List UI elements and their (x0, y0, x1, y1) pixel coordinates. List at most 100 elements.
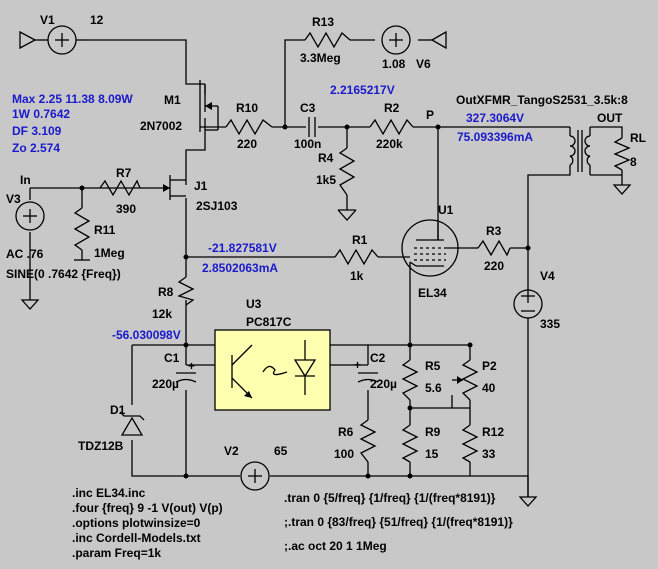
m1-mosfet (199, 80, 219, 132)
directive-tran-commented: ;.tran 0 {83/freq} {51/freq} {1/(freq*81… (284, 515, 513, 529)
c2-value: 220µ (370, 377, 397, 391)
j1-label: J1 (194, 179, 208, 193)
r3-value: 220 (484, 259, 504, 273)
in-label: In (20, 173, 31, 187)
rl-resistor (612, 137, 632, 195)
r3-label: R3 (486, 224, 502, 238)
v3-sine: SINE(0 .7642 {Freq}) (6, 267, 121, 281)
r2-value: 220k (376, 137, 403, 151)
c1-label: C1 (164, 351, 180, 365)
u1-label: U1 (438, 203, 454, 217)
p2-value: 40 (482, 381, 496, 395)
r9-label: R9 (425, 425, 441, 439)
p2-label: P2 (482, 359, 497, 373)
v2-label: V2 (224, 444, 239, 458)
v3-source (15, 201, 45, 310)
r12-label: R12 (482, 425, 504, 439)
r6-label: R6 (338, 425, 354, 439)
v6-value: 1.08 (382, 57, 406, 71)
j1-model: 2SJ103 (196, 199, 238, 213)
r1-label: R1 (352, 233, 368, 247)
c2-capacitor: + (354, 358, 379, 383)
r13-label: R13 (312, 15, 334, 29)
v3-label: V3 (6, 192, 21, 206)
p2-potentiometer (452, 359, 479, 401)
r1-resistor (334, 248, 379, 266)
d1-model: TDZ12B (78, 439, 124, 453)
rl-value: 8 (630, 155, 637, 169)
u1-tube (401, 219, 470, 277)
r5-resistor (401, 359, 419, 401)
r6-value: 100 (334, 447, 354, 461)
directive-inc-cordell: .inc Cordell-Models.txt (72, 531, 201, 545)
node-voltage-r2: 2.2165217V (330, 83, 395, 97)
r13-resistor (304, 31, 351, 49)
r7-value: 390 (116, 202, 136, 216)
ground-symbol (518, 496, 538, 507)
v1-source (19, 25, 88, 55)
c2-label: C2 (370, 351, 386, 365)
directive-four: .four {freq} 9 -1 V(out) V(p) (72, 501, 223, 515)
r11-resistor (73, 207, 91, 261)
out-label: OUT (597, 111, 623, 125)
m1-label: M1 (164, 93, 181, 107)
transformer-label: OutXFMR_TangoS2531_3.5k:8 (456, 93, 628, 107)
u3-model: PC817C (246, 315, 292, 329)
node-p-label: P (426, 108, 434, 122)
r13-value: 3.3Meg (300, 51, 341, 65)
rl-label: RL (630, 131, 646, 145)
v6-label: V6 (416, 57, 431, 71)
c3-capacitor (308, 117, 316, 137)
r12-resistor (461, 424, 479, 463)
c3-value: 100n (294, 137, 321, 151)
c3-label: C3 (300, 101, 316, 115)
u1-model: EL34 (418, 286, 447, 300)
d1-zener (119, 411, 145, 436)
v1-value: 12 (90, 13, 104, 27)
r7-label: R7 (116, 166, 132, 180)
r10-label: R10 (236, 101, 258, 115)
r4-value: 1k5 (316, 173, 336, 187)
r1-value: 1k (350, 269, 364, 283)
v2-source (240, 461, 270, 491)
r3-resistor (477, 239, 511, 257)
svg-text:+: + (354, 358, 361, 372)
directive-inc-el34: .inc EL34.inc (72, 486, 146, 500)
r8-label: R8 (158, 285, 174, 299)
r10-value: 220 (237, 137, 257, 151)
d1-label: D1 (110, 403, 126, 417)
c1-capacitor: + (175, 359, 197, 383)
grid-voltage: -21.827581V (208, 241, 277, 255)
c1-value: 220µ (152, 377, 179, 391)
r10-resistor (225, 118, 273, 136)
r9-value: 15 (425, 447, 439, 461)
r12-value: 33 (482, 447, 496, 461)
measure-df: DF 3.109 (12, 124, 62, 138)
wires (29, 39, 623, 497)
svg-text:+: + (188, 359, 195, 373)
r7-resistor (99, 179, 141, 197)
measure-zo: Zo 2.574 (12, 141, 60, 155)
r4-label: R4 (318, 151, 334, 165)
v6-source (381, 25, 447, 55)
junctions (79, 124, 531, 479)
j1-jfet (163, 175, 186, 200)
r11-label: R11 (94, 223, 116, 237)
r4-resistor (337, 147, 357, 221)
r5-value: 5.6 (425, 381, 442, 395)
v4-source (513, 289, 543, 319)
r2-resistor (369, 118, 414, 136)
r2-label: R2 (384, 101, 400, 115)
u3-label: U3 (246, 297, 262, 311)
directive-param: .param Freq=1k (72, 546, 161, 560)
directive-ac-commented: ;.ac oct 20 1 1Meg (284, 539, 387, 553)
r8-resistor (177, 276, 195, 306)
plate-current: 75.093396mA (457, 130, 533, 144)
r9-resistor (401, 424, 419, 463)
directive-options: .options plotwinsize=0 (72, 516, 201, 530)
v4-value: 335 (540, 317, 560, 331)
r5-label: R5 (425, 359, 441, 373)
measure-1w: 1W 0.7642 (12, 107, 70, 121)
m1-model: 2N7002 (140, 119, 182, 133)
